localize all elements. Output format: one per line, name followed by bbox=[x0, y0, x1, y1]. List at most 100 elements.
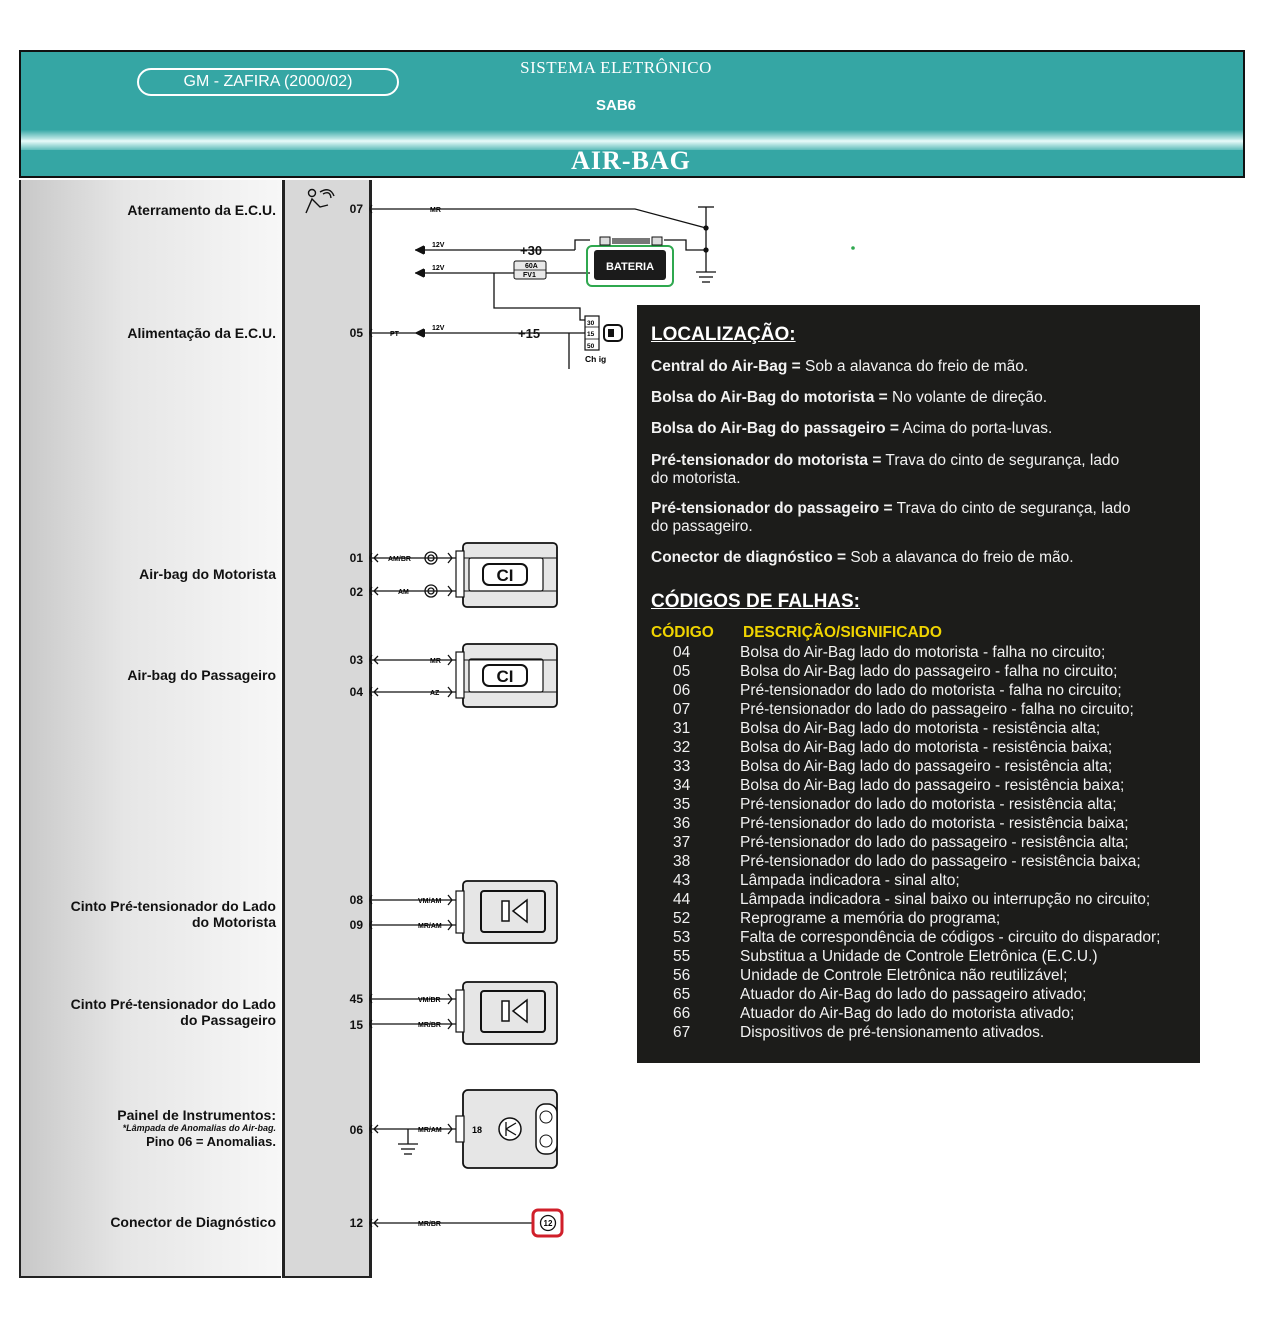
label-diagnostic-connector: Conector de Diagnóstico bbox=[110, 1214, 276, 1230]
driver-pretensioner-module bbox=[455, 880, 558, 944]
location-value: Sob a alavanca do freio de mão. bbox=[850, 549, 1074, 566]
passenger-airbag-module: CI bbox=[455, 643, 558, 708]
label-line: Pino 06 = Anomalias. bbox=[146, 1134, 276, 1149]
wire-color-label: VM/AM bbox=[418, 898, 442, 905]
pin-number: 05 bbox=[349, 326, 363, 340]
fault-description: Reprograme a memória do programa; bbox=[740, 910, 1001, 927]
passenger-airbag-wiring bbox=[369, 654, 456, 698]
fault-description: Falta de correspondência de códigos - ci… bbox=[740, 929, 1161, 946]
fault-code: 44 bbox=[673, 891, 691, 908]
header-banner: GM - ZAFIRA (2000/02) SISTEMA ELETRÔNICO… bbox=[19, 50, 1245, 178]
fault-code: 52 bbox=[673, 910, 691, 927]
fault-code: 32 bbox=[673, 739, 691, 756]
pin-number: 04 bbox=[349, 685, 363, 699]
fault-description: Bolsa do Air-Bag lado do motorista - res… bbox=[740, 720, 1101, 737]
battery-label: BATERIA bbox=[606, 261, 654, 273]
wire-color-label: AM/BR bbox=[388, 556, 411, 563]
ignition-terminal: 30 bbox=[587, 320, 595, 327]
fault-code: 05 bbox=[673, 663, 691, 680]
marker-dot bbox=[851, 246, 855, 250]
vehicle-badge: GM - ZAFIRA (2000/02) bbox=[137, 68, 399, 96]
fault-code: 34 bbox=[673, 777, 691, 794]
location-value: do motorista. bbox=[651, 470, 741, 487]
wire-color-label: MR/BR bbox=[418, 1022, 441, 1029]
location-label: Bolsa do Air-Bag do passageiro = bbox=[651, 420, 899, 437]
circuit-label-column bbox=[19, 180, 281, 1278]
fault-code-row: 06 Pré-tensionador do lado do motorista -… bbox=[637, 681, 1200, 700]
label-line: Cinto Pré-tensionador do Lado bbox=[70, 996, 276, 1012]
location-value: Trava do cinto de segurança, lado bbox=[885, 452, 1120, 469]
arrow-icon bbox=[415, 246, 425, 254]
location-item: Central do Air-Bag = Sob a alavanca do f… bbox=[651, 358, 1191, 376]
fault-description: Pré-tensionador do lado do motorista - r… bbox=[740, 815, 1129, 832]
fault-description: Bolsa do Air-Bag lado do motorista - fal… bbox=[740, 644, 1106, 661]
airbag-icon: CI bbox=[497, 667, 514, 686]
battery-icon bbox=[586, 236, 674, 287]
fault-description: Pré-tensionador do lado do motorista - f… bbox=[740, 682, 1122, 699]
fault-description: Lâmpada indicadora - sinal alto; bbox=[740, 872, 960, 889]
location-item: Bolsa do Air-Bag do passageiro = Acima d… bbox=[651, 420, 1191, 438]
fault-description: Pré-tensionador do lado do passageiro - … bbox=[740, 853, 1141, 870]
fault-code: 35 bbox=[673, 796, 691, 813]
fault-code-row: 33 Bolsa do Air-Bag lado do passageiro - … bbox=[637, 757, 1200, 776]
fault-code-row: 37 Pré-tensionador do lado do passageiro … bbox=[637, 833, 1200, 852]
fault-code: 07 bbox=[673, 701, 691, 718]
location-value: do passageiro. bbox=[651, 518, 753, 535]
fuse-rating: 60A bbox=[525, 263, 538, 270]
instrument-panel-module bbox=[455, 1089, 558, 1169]
info-panel: LOCALIZAÇÃO: Central do Air-Bag = Sob a … bbox=[637, 305, 1200, 1063]
pin-number: 06 bbox=[349, 1123, 363, 1137]
pin-number: 12 bbox=[349, 1216, 363, 1230]
location-value: Trava do cinto de segurança, lado bbox=[896, 500, 1131, 517]
fault-code: 65 bbox=[673, 986, 691, 1003]
ignition-terminal: 50 bbox=[587, 343, 595, 350]
fault-code-row: 34 Bolsa do Air-Bag lado do passageiro - … bbox=[637, 776, 1200, 795]
fault-code: 38 bbox=[673, 853, 691, 870]
fault-code: 37 bbox=[673, 834, 691, 851]
label-driver-airbag: Air-bag do Motorista bbox=[139, 566, 276, 582]
location-value: Sob a alavanca do freio de mão. bbox=[805, 358, 1029, 375]
fault-code-row: 04 Bolsa do Air-Bag lado do motorista - f… bbox=[637, 643, 1200, 662]
fault-description: Unidade de Controle Eletrônica não reuti… bbox=[740, 967, 1068, 984]
label-line: do Motorista bbox=[192, 914, 276, 930]
wire-color-label: VM/BR bbox=[418, 997, 441, 1004]
fault-code-row: 32 Bolsa do Air-Bag lado do motorista - r… bbox=[637, 738, 1200, 757]
pin-number: 07 bbox=[349, 202, 363, 216]
fault-description: Bolsa do Air-Bag lado do passageiro - re… bbox=[740, 777, 1125, 794]
ignition-switch-icon bbox=[584, 315, 623, 351]
fault-description: Bolsa do Air-Bag lado do passageiro - re… bbox=[740, 758, 1113, 775]
location-label: Central do Air-Bag = bbox=[651, 358, 801, 375]
wire-color-label: MR/AM bbox=[418, 1127, 442, 1134]
label-line: Painel de Instrumentos: bbox=[117, 1107, 276, 1123]
terminal-15-label: +15 bbox=[518, 326, 540, 341]
fault-code: 33 bbox=[673, 758, 691, 775]
ignition-label: Ch ig bbox=[585, 354, 606, 364]
airbag-seat-icon bbox=[305, 188, 335, 214]
label-note: *Lâmpada de Anomalias do Air-bag. bbox=[122, 1123, 276, 1133]
fault-description: Bolsa do Air-Bag lado do motorista - res… bbox=[740, 739, 1113, 756]
pin-number: 02 bbox=[349, 585, 363, 599]
wire-color-label: AM bbox=[398, 589, 409, 596]
fault-code: 04 bbox=[673, 644, 691, 661]
fault-description: Pré-tensionador do lado do passageiro - … bbox=[740, 834, 1129, 851]
fault-description: Bolsa do Air-Bag lado do passageiro - fa… bbox=[740, 663, 1118, 680]
location-item: Bolsa do Air-Bag do motorista = No volan… bbox=[651, 389, 1191, 407]
driver-airbag-wiring bbox=[369, 551, 456, 598]
fault-code: 06 bbox=[673, 682, 691, 699]
fault-code: 36 bbox=[673, 815, 691, 832]
voltage-label: 12V bbox=[432, 265, 445, 272]
codigos-title: CÓDIGOS DE FALHAS: bbox=[651, 591, 861, 612]
pin-number: 45 bbox=[349, 992, 363, 1006]
label-line: do Passageiro bbox=[180, 1012, 276, 1028]
wire-color-label: MR/BR bbox=[418, 1221, 441, 1228]
label-passenger-airbag: Air-bag do Passageiro bbox=[127, 667, 276, 683]
label-line: Cinto Pré-tensionador do Lado bbox=[70, 898, 276, 914]
label-passenger-pretensioner: Cinto Pré-tensionador do Lado do Passage… bbox=[71, 996, 276, 1028]
